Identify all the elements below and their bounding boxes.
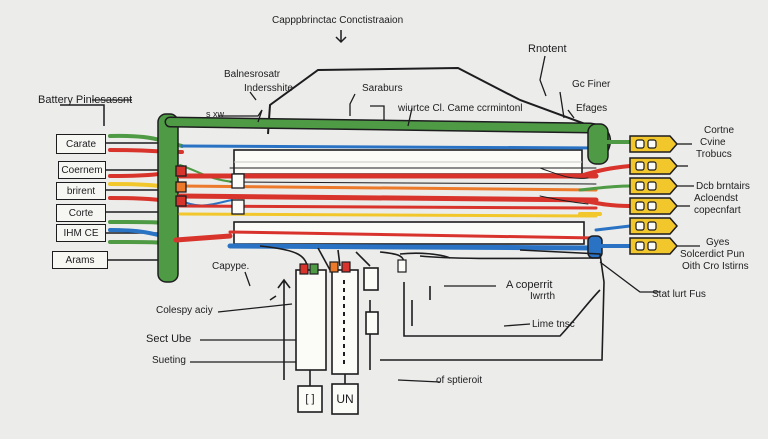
cortne-label: Cortne (704, 125, 735, 136)
sxw-label: s xw (206, 109, 224, 119)
indersshite-label: Indersshite (244, 83, 293, 94)
bottom-cables (259, 245, 605, 380)
label-box-ihm: IHM CE (56, 224, 106, 242)
iwrrth-label: Iwrrth (530, 291, 555, 302)
rnotent-label: Rnotent (528, 43, 567, 55)
gyes-label: Gyes (706, 237, 730, 248)
ofspiteroit-label: of sptieroit (436, 375, 483, 386)
efages-label: Efages (576, 103, 608, 114)
gefiner-label: Gc Finer (572, 79, 611, 90)
annotation-leaders (92, 55, 575, 383)
saraburs-label: Saraburs (362, 83, 403, 94)
capype-label: Capype. (212, 261, 250, 272)
fuse-1 (629, 135, 678, 153)
vertical-tubes (295, 267, 379, 415)
tube-mark-left: [ ] (305, 393, 315, 405)
dcbrntairs-label: Dcb brntairs (696, 181, 750, 192)
label-box-arams: Arams (52, 251, 108, 269)
label-box-brirent: brirent (56, 182, 106, 200)
label-box-carate: Carate (56, 134, 106, 154)
battery-label: Battery Pinlesassnt (38, 94, 133, 106)
fuse-group (629, 135, 678, 255)
colespy-label: Colespy aciy (156, 305, 213, 316)
acloendst-label: Acloendst (694, 193, 738, 204)
label-box-coernem: Coernem (58, 161, 106, 179)
acoperrit-label: A coperrit (506, 279, 553, 291)
fuse-3 (629, 177, 678, 195)
fuse-2 (629, 157, 678, 175)
left-green-clamp (157, 113, 179, 283)
fuse-4 (629, 197, 678, 215)
tube-mark-right: UN (336, 392, 354, 406)
label-box-corte: Corte (56, 204, 106, 222)
box-connector-lines (60, 104, 165, 261)
right-leader-lines (599, 143, 700, 293)
balnesrosatr-label: Balnesrosatr (224, 69, 281, 80)
right-wire-fanout (539, 140, 632, 248)
wiurtce-label: wiurtce Cl. Came ccrmintonl (398, 103, 523, 114)
harness-outline (267, 66, 597, 135)
oithcro-label: Oith Cro Istirns (682, 261, 749, 272)
sectube-label: Sect Ube (146, 333, 192, 345)
lime-label: Lime tnsc (532, 319, 575, 330)
fuse-6 (629, 237, 678, 255)
statlurt-label: Stat lurt Fus (652, 289, 706, 300)
main-wire-runs (173, 144, 602, 251)
cvine-label: Cvine (700, 137, 726, 148)
left-small-connectors (175, 165, 245, 215)
title-pointer (335, 30, 347, 44)
trobucs-label: Trobucs (696, 149, 732, 160)
diagram-title: Caрppbrinctac Cоnctistraaion (272, 15, 404, 26)
sueting-label: Sueting (152, 355, 186, 366)
solcerdict-label: Solcerdict Pun (680, 249, 745, 260)
white-sleeves (233, 149, 585, 245)
tube-top-connectors (299, 259, 407, 275)
copecnfart-label: copecnfart (694, 205, 741, 216)
fuse-5 (629, 217, 678, 235)
